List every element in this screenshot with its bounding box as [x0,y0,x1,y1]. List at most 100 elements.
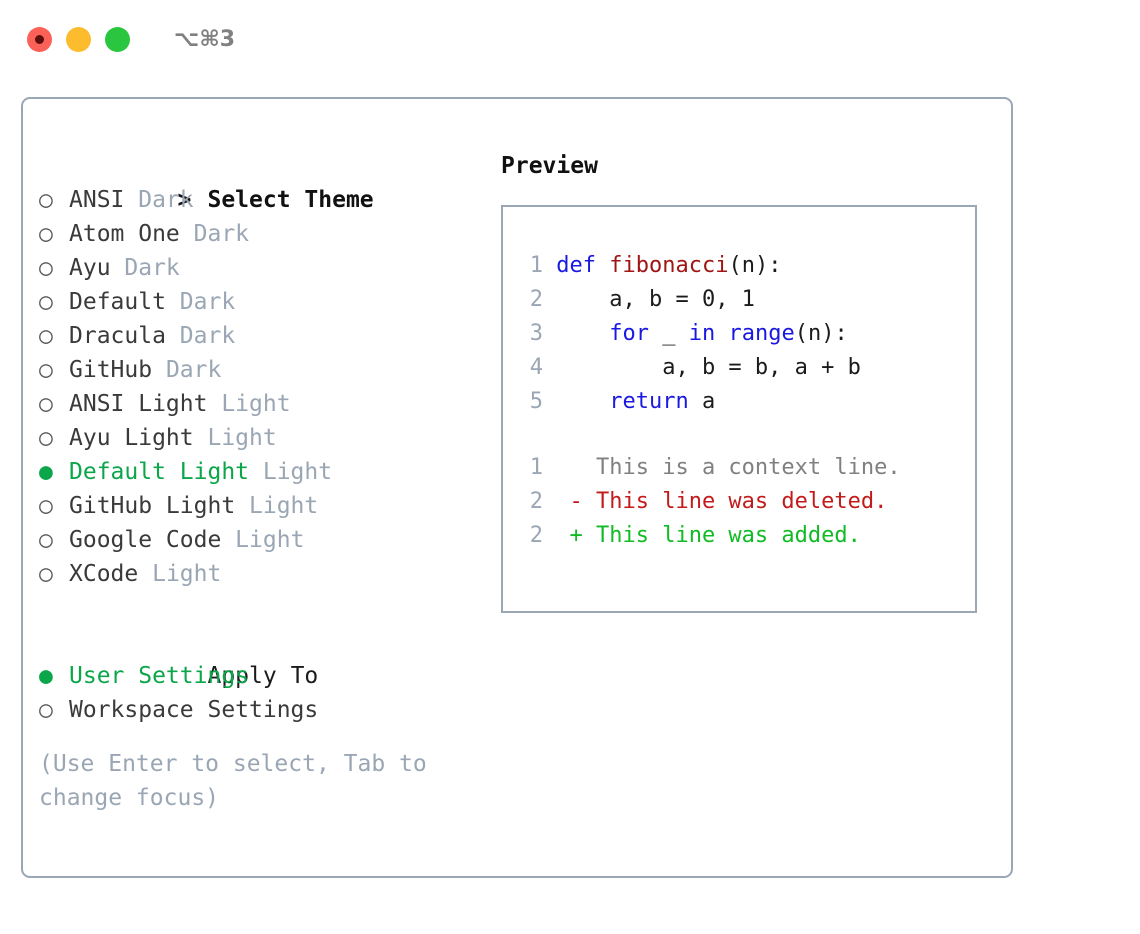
apply-to-option-label: Workspace Settings [69,697,319,723]
code-token-kw: for [609,321,649,346]
radio-unselected-icon[interactable]: ○ [39,221,53,247]
code-token-kw: def [556,253,610,278]
theme-variant-label: Dark [152,357,222,383]
preview-pane: Preview 1 def fibonacci(n):2 a, b = 0, 1… [501,149,997,613]
record-dot-icon [35,34,44,44]
theme-name-label: XCode [69,561,139,587]
apply-to-group-header: Apply To [39,625,499,689]
diff-sign [543,455,596,480]
preview-heading: Preview [501,153,598,179]
theme-name-label: ANSI [69,187,125,213]
theme-list-item[interactable]: ○ Google Code Light [39,523,499,557]
code-line: 1 def fibonacci(n): [517,249,975,283]
theme-name-label: GitHub Light [69,493,236,519]
code-token-fn: fibonacci [609,253,729,278]
theme-name-label: Atom One [69,221,180,247]
theme-list-item[interactable]: ○Default Dark [39,285,499,319]
caret-icon: > [177,187,192,213]
theme-picker-pane: >Select Theme ○ANSI Dark○Atom One Dark○A… [39,149,499,815]
code-token-plain [556,389,609,414]
radio-unselected-icon[interactable]: ○ [39,425,53,451]
radio-unselected-icon[interactable]: ○ [39,561,53,587]
code-line: 2 a, b = 0, 1 [517,283,975,317]
line-number: 2 [529,489,543,514]
theme-name-label: Dracula [69,323,166,349]
apply-to-option[interactable]: ○ Workspace Settings [39,693,499,727]
apply-to-option[interactable]: ●User Settings [39,659,499,693]
title-bar: ⌥⌘3 [0,0,1140,78]
close-window-button[interactable] [27,26,52,52]
diff-line-context: 1 This is a context line. [517,451,975,485]
theme-list-item[interactable]: ○ XCode Light [39,557,499,591]
theme-variant-label: Dark [179,221,250,247]
minimize-window-button[interactable] [66,26,91,52]
theme-variant-label: Dark [124,187,194,213]
theme-list-item[interactable]: ○ ANSI Dark [39,183,499,217]
theme-name-label: Google Code [69,527,222,553]
theme-variant-label: Light [249,459,333,485]
code-token-plain [715,321,728,346]
diff-line-add: 2 + This line was added. [517,519,975,553]
apply-to-option-list: ●User Settings ○ Workspace Settings [39,659,499,727]
radio-unselected-icon[interactable]: ○ [39,187,53,213]
theme-variant-label: Light [221,527,305,553]
diff-text: This line was added. [595,523,861,548]
select-theme-title: Select Theme [207,187,374,213]
code-token-plain: a [688,389,716,414]
radio-unselected-icon[interactable]: ○ [39,697,53,723]
diff-sign: + [543,523,596,548]
code-token-plain: a, b = b, a + b [556,355,861,380]
radio-selected-icon[interactable]: ● [39,663,53,689]
line-number: 1 [529,253,543,278]
theme-list-item[interactable]: ○ GitHub Dark [39,353,499,387]
theme-list-item[interactable]: ○Ayu Dark [39,251,499,285]
line-number: 3 [529,321,543,346]
theme-list-item[interactable]: ○ Atom One Dark [39,217,499,251]
code-token-kw: range [728,321,795,346]
maximize-window-button[interactable] [105,26,130,52]
radio-unselected-icon[interactable]: ○ [39,357,53,383]
theme-name-label: GitHub [69,357,153,383]
diff-text: This line was deleted. [595,489,888,514]
code-token-plain: a, b = 0, 1 [556,287,755,312]
diff-sample-block: 1 This is a context line. 2 - This line w… [517,451,975,553]
line-number: 4 [529,355,543,380]
code-line: 5 return a [517,385,975,419]
code-token-plain: _ [648,321,689,346]
code-line: 3 for _ in range(n): [517,317,975,351]
code-token-plain [556,321,609,346]
radio-unselected-icon[interactable]: ○ [39,255,53,281]
theme-list-item[interactable]: ○ GitHub Light Light [39,489,499,523]
radio-unselected-icon[interactable]: ○ [39,289,53,315]
radio-selected-icon[interactable]: ● [39,459,53,485]
theme-variant-label: Light [235,493,319,519]
select-theme-header: > Select Theme [39,149,499,213]
theme-variant-label: Dark [110,255,180,281]
line-number: 2 [529,523,543,548]
theme-variant-label: Dark [165,323,236,349]
line-number: 1 [529,455,543,480]
line-number: 5 [529,389,543,414]
radio-unselected-icon[interactable]: ○ [39,323,53,349]
code-line: 4 a, b = b, a + b [517,351,975,385]
theme-list-item[interactable]: ○ANSI Light Light [39,387,499,421]
radio-unselected-icon[interactable]: ○ [39,391,53,417]
code-token-kw: in [688,321,716,346]
line-number: 2 [529,287,543,312]
theme-name-label: Default [69,289,166,315]
list-spacer [39,591,499,625]
theme-list-item[interactable]: ○Ayu Light Light [39,421,499,455]
radio-unselected-icon[interactable]: ○ [39,527,53,553]
theme-variant-label: Light [138,561,222,587]
radio-unselected-icon[interactable]: ○ [39,493,53,519]
code-token-plain: (n): [728,253,782,278]
diff-sign: - [543,489,596,514]
theme-name-label: Default Light [69,459,250,485]
theme-list-item[interactable]: ● Default Light Light [39,455,499,489]
code-diff-separator [517,419,975,451]
theme-name-label: ANSI Light [69,391,208,417]
theme-list-item[interactable]: ○ Dracula Dark [39,319,499,353]
